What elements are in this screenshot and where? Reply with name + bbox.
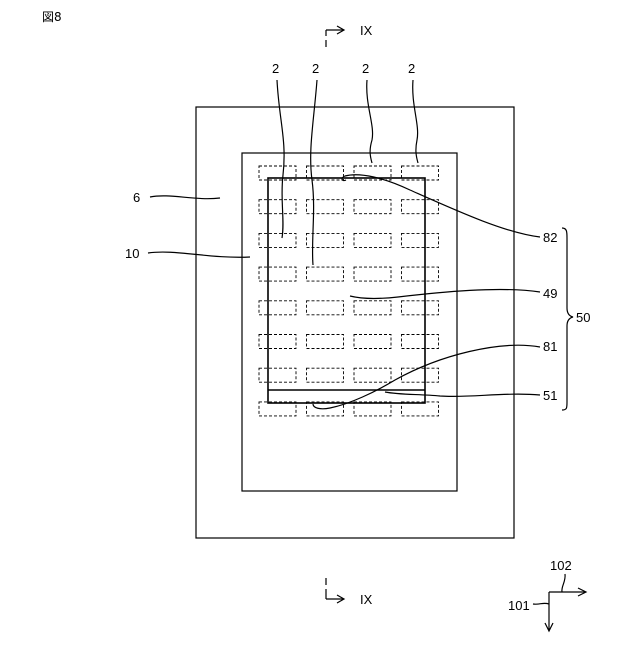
dashed-cell: [307, 368, 344, 382]
ref-101-label: 101: [508, 598, 530, 613]
dashed-cell: [259, 301, 296, 315]
leader-6: [150, 196, 220, 199]
dashed-cell: [307, 335, 344, 349]
ref-49-label: 49: [543, 286, 557, 301]
ref-10-label: 10: [125, 246, 139, 261]
direction-axes-icon: [533, 574, 586, 631]
section-label-top: IX: [360, 23, 373, 38]
outer-frame: [196, 107, 514, 538]
dashed-cell: [402, 233, 439, 247]
dashed-cell: [354, 301, 391, 315]
leader-81: [313, 345, 540, 409]
dashed-cell-grid: [259, 166, 439, 416]
dashed-cell: [259, 335, 296, 349]
dashed-cell: [259, 267, 296, 281]
ref-82-label: 82: [543, 230, 557, 245]
leader-51: [385, 392, 540, 396]
leader-2-2: [311, 80, 317, 265]
leader-82: [342, 175, 540, 237]
dashed-cell: [307, 267, 344, 281]
dashed-cell: [259, 233, 296, 247]
dashed-cell: [354, 233, 391, 247]
ref-2-label-4: 2: [408, 61, 415, 76]
ref-6-label: 6: [133, 190, 140, 205]
leader-49: [350, 289, 540, 298]
dashed-cell: [402, 368, 439, 382]
leader-2-4: [413, 80, 418, 163]
section-marker-top: [326, 26, 344, 47]
dashed-cell: [354, 200, 391, 214]
ref-50-label: 50: [576, 310, 590, 325]
dashed-cell: [402, 267, 439, 281]
dashed-cell: [354, 402, 391, 416]
ref-51-label: 51: [543, 388, 557, 403]
dashed-cell: [307, 301, 344, 315]
section-label-bottom: IX: [360, 592, 373, 607]
dashed-cell: [354, 267, 391, 281]
section-marker-bottom: [326, 578, 344, 603]
ref-2-label-2: 2: [312, 61, 319, 76]
dashed-cell: [402, 402, 439, 416]
ref-2-label-3: 2: [362, 61, 369, 76]
dashed-cell: [259, 200, 296, 214]
ref-102-label: 102: [550, 558, 572, 573]
dashed-cell: [354, 335, 391, 349]
dashed-cell: [354, 368, 391, 382]
ref-2-label-1: 2: [272, 61, 279, 76]
dashed-cell: [259, 368, 296, 382]
brace-50: [562, 228, 573, 410]
leader-2-3: [367, 80, 373, 163]
leader-2-1: [277, 80, 284, 238]
leader-10: [148, 252, 250, 257]
dashed-cell: [402, 301, 439, 315]
dashed-cell: [402, 335, 439, 349]
figure-label: 図8: [42, 8, 62, 25]
dashed-cell: [402, 200, 439, 214]
ref-81-label: 81: [543, 339, 557, 354]
dashed-cell: [307, 200, 344, 214]
dashed-cell: [259, 402, 296, 416]
